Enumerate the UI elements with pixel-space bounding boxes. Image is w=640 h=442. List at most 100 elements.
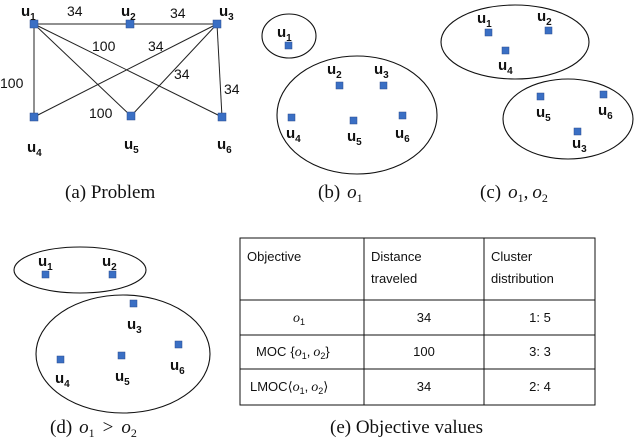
graph-node-labels: u1 u2 u3 u4 u5 u6 [21, 3, 234, 159]
panel-b-o1: u1 u2 u3 u4 u5 u6 (b)o1 [261, 13, 438, 205]
cluster-b-1 [261, 13, 317, 59]
label-d-u4: u4 [55, 370, 70, 390]
caption-a: (a) Problem [65, 182, 155, 203]
label-d-u3: u3 [127, 316, 142, 336]
node-d-u4 [56, 355, 65, 364]
label-c-u5: u5 [536, 104, 551, 124]
cell-distribution-lmoc: 2: 4 [529, 379, 551, 394]
node-d-u3 [129, 299, 138, 308]
cluster-d-1 [13, 246, 147, 294]
cell-distribution-moc: 3: 3 [529, 344, 551, 359]
weight-u2-u3: 34 [170, 5, 186, 21]
weight-u3-u5: 100 [89, 105, 113, 121]
node-u1 [29, 19, 39, 29]
node-c-u2 [544, 26, 553, 35]
label-d-u6: u6 [170, 357, 185, 377]
panel-a-problem: 34 34 100 34 100 34 34 100 u1 u2 u3 u4 u… [0, 3, 240, 203]
edge-u3-u5 [130, 23, 218, 117]
weight-u1-u3-label: 34 [148, 38, 164, 54]
cell-distance-o1: 34 [417, 310, 431, 325]
graph-nodes [29, 19, 227, 122]
node-c-u6 [599, 90, 608, 99]
cell-distance-lmoc: 34 [417, 379, 431, 394]
label-u1: u1 [21, 3, 36, 23]
label-b-u3: u3 [374, 61, 389, 81]
panel-c-o1-o2: u1 u2 u4 u5 u6 u3 (c)o1,o2 [440, 4, 634, 205]
label-d-u1: u1 [38, 253, 53, 273]
cluster-b-2 [276, 55, 438, 175]
table-row: MOC{o1,o2} 100 3: 3 [256, 344, 551, 361]
node-d-u2 [108, 270, 117, 279]
caption-c: (c)o1,o2 [480, 182, 548, 205]
edge-u3-u6 [216, 23, 223, 118]
node-u5 [126, 111, 136, 121]
node-c-u4 [501, 46, 510, 55]
node-b-u3 [379, 81, 388, 90]
label-u2: u2 [121, 3, 136, 23]
weight-u2-u4: 34 [174, 66, 190, 82]
node-d-u5 [117, 351, 126, 360]
header-objective: Objective [247, 249, 301, 264]
cell-distribution-o1: 1: 5 [529, 310, 551, 325]
caption-e: (e) Objective values [330, 417, 483, 438]
header-cluster-line2: distribution [491, 271, 554, 286]
caption-b: (b)o1 [318, 182, 363, 205]
weight-u3-u6: 34 [224, 81, 240, 97]
label-d-u2: u2 [102, 253, 117, 273]
label-u5: u5 [124, 136, 139, 156]
cell-distance-moc: 100 [413, 344, 435, 359]
table-border [239, 237, 596, 406]
label-c-u1: u1 [477, 10, 492, 30]
label-d-u5: u5 [115, 368, 130, 388]
label-c-u3: u3 [572, 135, 587, 155]
label-u6: u6 [217, 136, 232, 156]
weight-u1-u4: 100 [0, 75, 24, 91]
cluster-c-1 [440, 4, 590, 80]
weight-u1-u2: 34 [67, 3, 83, 19]
node-b-u5 [349, 116, 358, 125]
panel-d-o1-gt-o2: u1 u2 u3 u4 u5 u6 (d)o1>o2 [13, 246, 211, 440]
label-u4: u4 [27, 139, 42, 159]
label-b-u1: u1 [277, 24, 292, 44]
node-u3 [212, 19, 222, 29]
label-b-u5: u5 [347, 128, 362, 148]
label-c-u2: u2 [537, 8, 552, 28]
node-b-u6 [398, 111, 407, 120]
graph-edge-weights: 34 34 100 34 100 34 34 100 [0, 3, 240, 121]
cell-objective-moc: MOC{o1,o2} [256, 344, 330, 361]
caption-d: (d)o1>o2 [50, 417, 137, 440]
cluster-c-2 [502, 78, 634, 160]
panel-e-objective-table: Objective Distance traveled Cluster dist… [239, 237, 596, 438]
cluster-d-2 [35, 294, 211, 414]
table-grid [239, 237, 596, 406]
node-c-u1 [484, 28, 493, 37]
header-distance-line2: traveled [371, 271, 417, 286]
label-c-u6: u6 [598, 102, 613, 122]
graph-edges [33, 23, 223, 118]
node-u2 [125, 19, 135, 29]
label-u3: u3 [219, 3, 234, 23]
edge-u1-u6 [33, 23, 223, 118]
node-c-u5 [536, 92, 545, 101]
table-row: LMOC⟨o1,o2⟩ 34 2: 4 [250, 379, 551, 396]
node-b-u2 [335, 81, 344, 90]
cell-objective-o1: o1 [293, 311, 305, 327]
node-u6 [217, 112, 227, 122]
table-header: Objective Distance traveled Cluster dist… [247, 249, 554, 286]
edge-u1-u5 [33, 23, 132, 117]
node-d-u1 [41, 270, 50, 279]
node-b-u1 [284, 41, 293, 50]
label-b-u6: u6 [395, 125, 410, 145]
table-row: o1 34 1: 5 [293, 310, 551, 327]
header-distance-line1: Distance [371, 249, 422, 264]
node-c-u3 [573, 127, 582, 136]
label-c-u4: u4 [498, 57, 513, 77]
header-cluster-line1: Cluster [491, 249, 533, 264]
node-u4 [29, 112, 39, 122]
label-b-u4: u4 [286, 125, 301, 145]
node-d-u6 [174, 340, 183, 349]
cell-objective-lmoc: LMOC⟨o1,o2⟩ [250, 379, 328, 396]
edge-u3-u4 [33, 23, 218, 118]
weight-u1-u5: 100 [92, 38, 116, 54]
